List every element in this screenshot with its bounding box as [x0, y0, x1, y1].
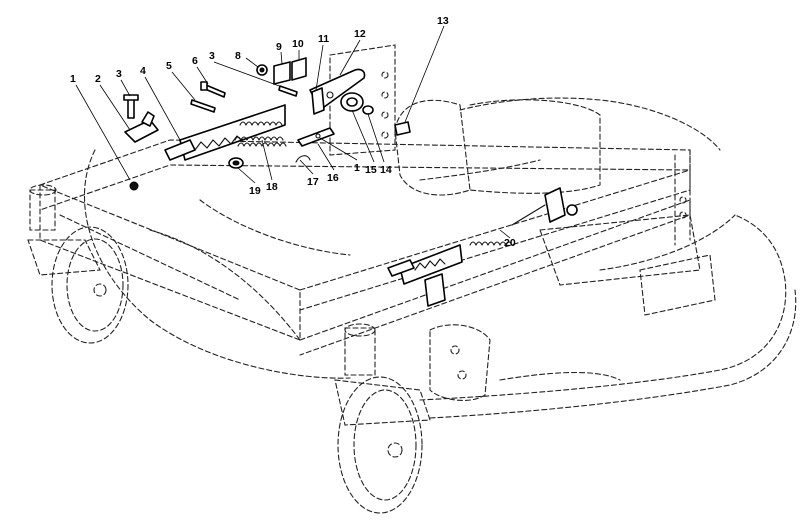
part-13-bolt: [394, 121, 411, 136]
callout-labels: 1 2 3 4 5 6 3 8 9 10 11 12 13 14 15 1 16…: [70, 15, 516, 249]
callout-5: 5: [166, 60, 172, 72]
callout-14: 14: [380, 164, 392, 176]
callout-3-right: 3: [209, 50, 215, 62]
callout-1-left: 1: [70, 73, 76, 85]
part-19-washer: [228, 157, 244, 169]
callout-17: 17: [307, 176, 319, 188]
right-caster-wheel: [334, 323, 431, 514]
part-2-bracket: [124, 111, 159, 143]
frame-nut-left: [129, 181, 139, 191]
callout-11: 11: [318, 33, 329, 45]
callout-18: 18: [266, 181, 278, 193]
leader-lines: [75, 25, 511, 239]
part-6-bolt: [200, 81, 226, 98]
part-11-link: [311, 87, 325, 115]
part-8-nut: [256, 64, 268, 76]
callout-12: 12: [354, 28, 366, 40]
part-15-idler: [340, 92, 364, 112]
part-3-bolt-right: [278, 85, 298, 97]
part-4-height-adjust-bracket: [164, 104, 286, 161]
callout-3-left: 3: [116, 68, 122, 80]
callout-19: 19: [249, 185, 261, 197]
callout-2: 2: [95, 73, 101, 85]
callout-13: 13: [437, 15, 449, 27]
left-caster-wheel: [27, 184, 129, 344]
callout-4: 4: [140, 65, 146, 77]
callout-15: 15: [365, 164, 377, 176]
part-16-latch: [297, 127, 335, 147]
callout-20: 20: [504, 237, 516, 249]
part-17-hairpin: [295, 155, 311, 163]
callout-16: 16: [327, 172, 339, 184]
mower-deck-outline: [39, 44, 797, 419]
part-10-bracket: [291, 57, 307, 81]
part-3-bolt-left: [123, 94, 139, 119]
part-14-bushing: [362, 105, 374, 115]
callout-6: 6: [192, 55, 198, 67]
part-18-springs: [234, 121, 287, 147]
callout-1-right: 1: [354, 162, 360, 174]
callout-9: 9: [276, 41, 282, 53]
callout-8: 8: [235, 50, 241, 62]
part-20-right-adjust-assembly: [387, 187, 578, 307]
part-9-bracket: [273, 61, 291, 85]
part-5-pin: [190, 99, 216, 113]
callout-10: 10: [292, 38, 304, 50]
